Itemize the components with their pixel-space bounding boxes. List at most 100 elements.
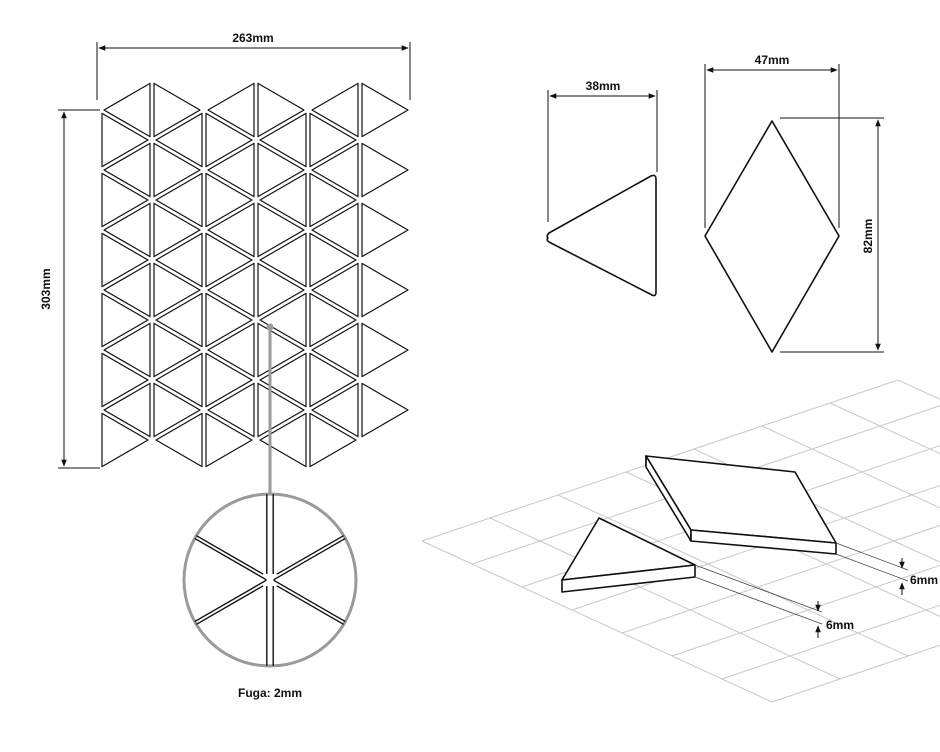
mosaic-tile <box>103 142 151 198</box>
mosaic-tile <box>103 82 151 138</box>
mosaic-tile <box>101 172 149 228</box>
mosaic-tile <box>259 232 307 288</box>
isometric-floor-grid <box>421 379 940 703</box>
mosaic-tile <box>257 262 305 318</box>
mosaic-tile <box>205 412 253 468</box>
mosaic-tile <box>205 292 253 348</box>
mosaic-tile-pattern <box>101 82 409 468</box>
sheet-height-dimension: 303mm <box>39 109 100 469</box>
sheet-height-label: 303mm <box>39 268 53 309</box>
grout-joint-line <box>276 585 355 631</box>
mosaic-tile <box>259 112 307 168</box>
grid-line <box>557 494 909 657</box>
mosaic-tile <box>311 262 359 318</box>
grid-line <box>771 644 940 703</box>
mosaic-tile <box>309 172 357 228</box>
mosaic-sheet <box>101 82 409 468</box>
triangle-3d <box>561 517 696 593</box>
mosaic-tile <box>361 202 409 258</box>
rhombus-height-label: 82mm <box>861 219 875 254</box>
mosaic-tile <box>207 262 255 318</box>
rhombus-thickness-label: 6mm <box>910 573 938 587</box>
mosaic-tile <box>153 382 201 438</box>
thickness-leaders <box>694 542 909 638</box>
grout-detail-joints <box>185 494 355 666</box>
mosaic-tile <box>361 142 409 198</box>
mosaic-tile <box>155 112 203 168</box>
mosaic-tile <box>311 382 359 438</box>
mosaic-tile <box>309 292 357 348</box>
mosaic-tile <box>309 112 357 168</box>
mosaic-tile <box>205 352 253 408</box>
mosaic-tile <box>155 412 203 468</box>
mosaic-tile <box>205 172 253 228</box>
mosaic-tile <box>361 262 409 318</box>
mosaic-tile <box>257 142 305 198</box>
triangle-width-dimension: 38mm <box>547 79 658 222</box>
grout-joint-line <box>273 579 352 626</box>
mosaic-tile <box>207 382 255 438</box>
grid-line <box>829 402 940 455</box>
isometric-view: 6mm 6mm <box>421 379 940 703</box>
grout-joint-line <box>273 534 352 581</box>
mosaic-tile <box>153 142 201 198</box>
mosaic-tile <box>103 262 151 318</box>
mosaic-tile <box>361 322 409 378</box>
rhombus-width-dimension: 47mm <box>704 53 840 228</box>
mosaic-tile <box>361 82 409 138</box>
mosaic-tile <box>205 112 253 168</box>
mosaic-tile <box>101 352 149 408</box>
mosaic-tile <box>257 82 305 138</box>
sheet-width-dimension: 263mm <box>96 31 411 100</box>
grout-joint-line <box>276 529 355 575</box>
grout-detail-magnifier: Fuga: 2mm <box>182 323 358 700</box>
mosaic-tile <box>309 352 357 408</box>
mosaic-tile <box>309 412 357 468</box>
sheet-width-label: 263mm <box>232 31 273 45</box>
mosaic-tile <box>103 382 151 438</box>
mosaic-tile <box>153 262 201 318</box>
grid-line <box>489 517 841 680</box>
mosaic-tile <box>101 412 149 468</box>
mosaic-tile <box>207 142 255 198</box>
mosaic-tile <box>259 172 307 228</box>
mosaic-tile <box>311 82 359 138</box>
mosaic-tile <box>153 322 201 378</box>
mosaic-tile <box>309 232 357 288</box>
mosaic-tile <box>153 202 201 258</box>
grout-joint-line <box>188 534 267 581</box>
mosaic-tile <box>259 412 307 468</box>
mosaic-tile <box>155 232 203 288</box>
mosaic-tile <box>311 202 359 258</box>
mosaic-tile <box>311 322 359 378</box>
grid-line <box>421 540 773 703</box>
mosaic-tile <box>103 202 151 258</box>
mosaic-tile <box>207 202 255 258</box>
grout-label: Fuga: 2mm <box>238 686 302 700</box>
mosaic-tile <box>259 352 307 408</box>
rhombus-3d <box>645 455 837 555</box>
grid-line <box>621 524 940 634</box>
triangle-piece <box>546 174 657 297</box>
grout-joint-line <box>185 529 264 575</box>
grid-line <box>897 379 940 400</box>
mosaic-tile <box>155 172 203 228</box>
rhombus-width-label: 47mm <box>755 53 790 67</box>
rhombus-height-dimension: 82mm <box>780 117 884 353</box>
grid-line <box>671 564 940 657</box>
mosaic-tile <box>101 232 149 288</box>
grout-joint-line <box>185 585 264 631</box>
mosaic-tile <box>103 322 151 378</box>
mosaic-tile <box>207 322 255 378</box>
triangle-thickness-label: 6mm <box>826 618 854 632</box>
mosaic-tile <box>257 202 305 258</box>
grid-line <box>721 604 940 680</box>
mosaic-tile <box>153 82 201 138</box>
triangle-width-label: 38mm <box>586 79 621 93</box>
mosaic-tile <box>101 112 149 168</box>
mosaic-tile <box>259 292 307 348</box>
mosaic-tile <box>101 292 149 348</box>
mosaic-tile <box>207 82 255 138</box>
grout-joint-line <box>188 579 267 626</box>
